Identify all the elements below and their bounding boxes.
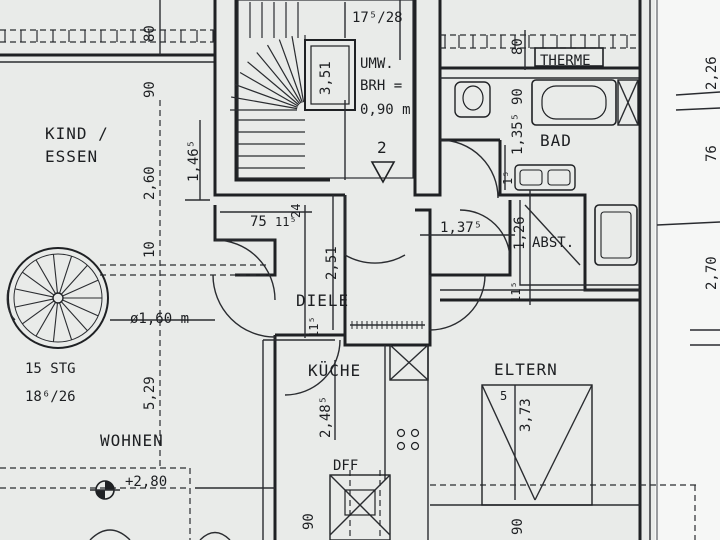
dim-115-b: 11⁵ bbox=[509, 281, 523, 303]
dim-2485: 2,48⁵ bbox=[318, 396, 334, 438]
room-label-bad: BAD bbox=[540, 131, 572, 150]
dim-126: 1,26 bbox=[512, 216, 528, 250]
spiral-staircase bbox=[6, 247, 109, 349]
dim-5: 5 bbox=[500, 389, 507, 403]
room-label-dff: DFF bbox=[333, 458, 358, 474]
dim-373: 3,73 bbox=[518, 398, 534, 432]
dim-80-top: 80 bbox=[142, 25, 158, 42]
room-label-diele: DIELE bbox=[296, 291, 349, 310]
dim-115-d: 11⁵ bbox=[307, 316, 321, 338]
dim-1375: 1,37⁵ bbox=[440, 220, 482, 236]
dim-80-right: 80 bbox=[510, 38, 526, 55]
note-brh: BRH = bbox=[360, 78, 402, 94]
spiral-stair-diameter: ø1,60 m bbox=[130, 311, 189, 327]
dim-260: 2,60 bbox=[142, 166, 158, 200]
room-label-abst: ABST. bbox=[532, 235, 574, 251]
spiral-stair-steps: 18⁶/26 bbox=[25, 389, 76, 405]
note-brh-value: 0,90 m bbox=[360, 102, 411, 118]
edge-dim-226: 2,26 bbox=[704, 56, 720, 90]
dim-10: 10 bbox=[142, 241, 158, 258]
dimension-lines bbox=[110, 0, 531, 500]
room-label-eltern: ELTERN bbox=[494, 360, 558, 379]
stove-burners bbox=[396, 428, 420, 451]
windows-bottom bbox=[89, 529, 231, 540]
top-hatching bbox=[4, 30, 628, 48]
spiral-stair-count: 15 STG bbox=[25, 361, 76, 377]
level-value: +2,80 bbox=[125, 474, 167, 490]
dim-1355: 1,35⁵ bbox=[510, 113, 526, 155]
room-label-essen: ESSEN bbox=[45, 147, 98, 166]
edge-dim-270: 2,70 bbox=[704, 256, 720, 290]
dim-1465: 1,46⁵ bbox=[186, 140, 202, 182]
dim-24: 24 bbox=[289, 204, 303, 218]
dim-15-bad: 1⁵ bbox=[501, 171, 515, 185]
dim-90-bottom: 90 bbox=[301, 513, 317, 530]
dim-251: 2,51 bbox=[324, 246, 340, 280]
dim-351: 3,51 bbox=[318, 61, 334, 95]
walls bbox=[0, 0, 651, 540]
bathroom-fixtures bbox=[454, 47, 639, 266]
room-label-therme: THERME bbox=[540, 53, 591, 69]
edge-dim-76: 76 bbox=[704, 145, 720, 162]
note-umw: UMW. bbox=[360, 56, 394, 72]
stair-direction-arrow: 2 bbox=[370, 138, 396, 184]
dim-90-left: 90 bbox=[142, 81, 158, 98]
dim-90-bad: 90 bbox=[510, 88, 526, 105]
dim-75: 75 bbox=[250, 214, 267, 230]
stair-direction-number: 2 bbox=[377, 138, 388, 157]
room-label-wohnen: WOHNEN bbox=[100, 431, 164, 450]
room-label-kueche: KÜCHE bbox=[308, 361, 361, 380]
page-edge bbox=[655, 0, 720, 540]
dim-115-c: 11⁵ bbox=[275, 215, 297, 229]
level-marker bbox=[90, 480, 120, 500]
main-stair-steps: 17⁵/28 bbox=[352, 10, 403, 26]
room-label-kind: KIND / bbox=[45, 124, 109, 143]
dim-90-bottom-2: 90 bbox=[510, 518, 526, 535]
bed bbox=[481, 384, 593, 506]
door-swings bbox=[212, 139, 511, 396]
dim-529: 5,29 bbox=[142, 376, 158, 410]
kitchen-fixtures bbox=[329, 321, 429, 540]
main-staircase bbox=[230, 0, 414, 180]
